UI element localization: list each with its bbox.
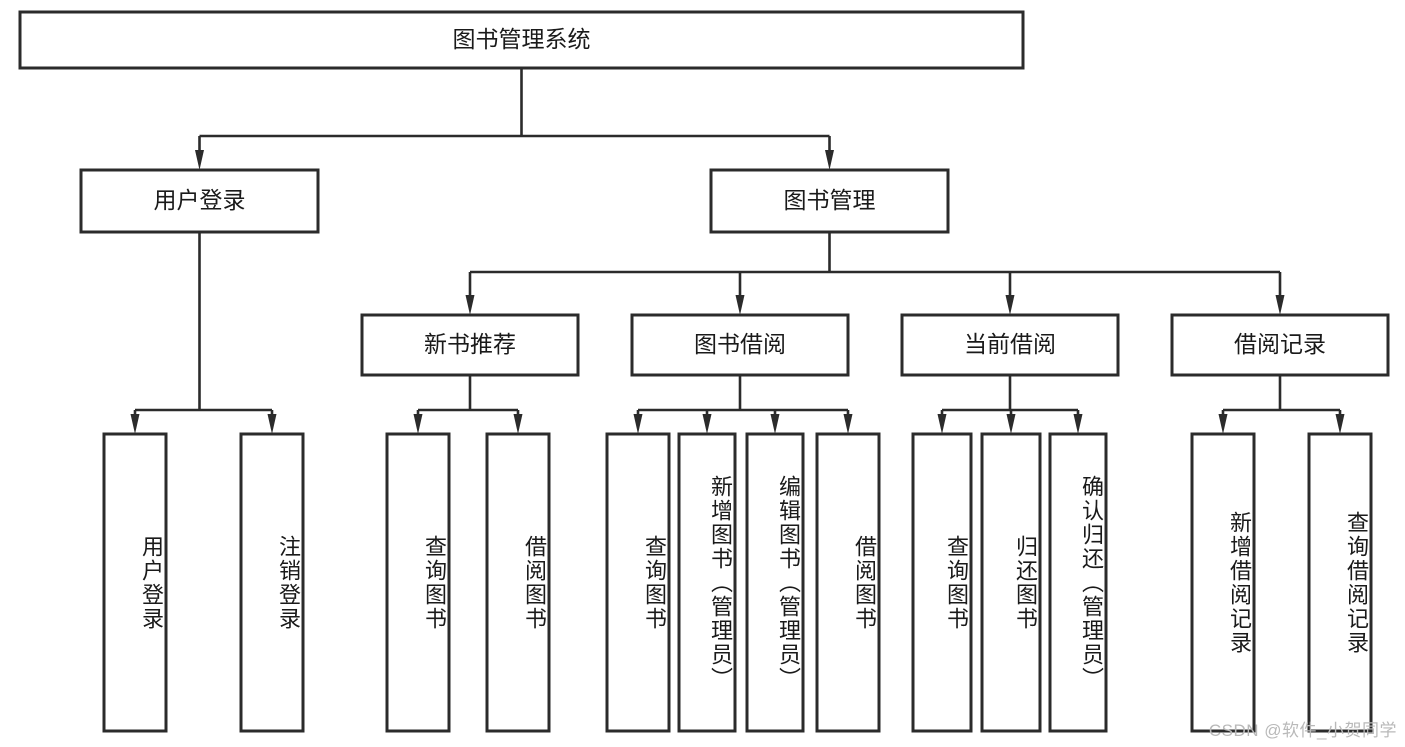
node-level2-1-rect[interactable] xyxy=(709,168,950,234)
conn-leaf-4-arrow-1 xyxy=(1335,414,1345,434)
conn-leaf-1-arrow-0 xyxy=(413,414,423,434)
node-level3-2-rect[interactable] xyxy=(900,313,1120,377)
node-root-label: 图书管理系统 xyxy=(453,26,591,52)
node-leaf-6-rect[interactable] xyxy=(745,432,805,733)
node-leaf-0-rect[interactable] xyxy=(102,432,168,733)
node-leaf-7[interactable] xyxy=(815,432,881,733)
conn-leaf-3-arrow-1 xyxy=(1006,414,1016,434)
node-level2-0-rect[interactable] xyxy=(79,168,320,234)
node-leaf-11-rect[interactable] xyxy=(1190,432,1256,733)
node-leaf-12[interactable] xyxy=(1307,432,1373,733)
conn-leaf-2-arrow-0 xyxy=(633,414,643,434)
node-leaf-11[interactable] xyxy=(1190,432,1256,733)
conn-leaf-1-arrow-1 xyxy=(513,414,523,434)
node-level3-3-label: 借阅记录 xyxy=(1234,331,1326,357)
node-leaf-7-rect[interactable] xyxy=(815,432,881,733)
node-leaf-3[interactable] xyxy=(485,432,551,733)
node-level3-0-label: 新书推荐 xyxy=(424,331,516,357)
node-leaf-8-rect[interactable] xyxy=(911,432,973,733)
node-leaf-2-rect[interactable] xyxy=(385,432,451,733)
watermark: CSDN @软件_小贺同学 xyxy=(1208,721,1397,740)
node-level3-2-label: 当前借阅 xyxy=(964,331,1056,357)
node-leaf-5-rect[interactable] xyxy=(677,432,737,733)
node-leaf-3-rect[interactable] xyxy=(485,432,551,733)
node-leaf-4[interactable] xyxy=(605,432,671,733)
conn-book-mgmt-arrow-0 xyxy=(465,295,475,315)
conn-leaf-2-arrow-3 xyxy=(843,414,853,434)
node-leaf-5[interactable] xyxy=(677,432,737,733)
node-root[interactable]: 图书管理系统 xyxy=(18,10,1025,70)
node-level3-0[interactable]: 新书推荐 xyxy=(360,313,580,377)
conn-book-mgmt-arrow-3 xyxy=(1275,295,1285,315)
node-level3-2[interactable]: 当前借阅 xyxy=(900,313,1120,377)
node-leaf-10-rect[interactable] xyxy=(1048,432,1108,733)
node-level2-1[interactable]: 图书管理 xyxy=(709,168,950,234)
node-leaf-9-rect[interactable] xyxy=(980,432,1042,733)
node-leaf-4-rect[interactable] xyxy=(605,432,671,733)
node-level3-0-rect[interactable] xyxy=(360,313,580,377)
conn-leaf-3-arrow-2 xyxy=(1073,414,1083,434)
conn-root-arrow-0 xyxy=(195,150,204,170)
node-level2-1-label: 图书管理 xyxy=(784,187,876,213)
node-leaf-2[interactable] xyxy=(385,432,451,733)
node-level3-3[interactable]: 借阅记录 xyxy=(1170,313,1390,377)
node-root-rect[interactable] xyxy=(18,10,1025,70)
node-level3-3-rect[interactable] xyxy=(1170,313,1390,377)
conn-leaf-2-arrow-2 xyxy=(770,414,780,434)
conn-leaf-2-arrow-1 xyxy=(702,414,712,434)
node-leaf-9[interactable] xyxy=(980,432,1042,733)
node-leaf-10[interactable] xyxy=(1048,432,1108,733)
node-leaf-1[interactable] xyxy=(239,432,305,733)
conn-leaf-0-arrow-0 xyxy=(130,414,140,434)
node-level2-0[interactable]: 用户登录 xyxy=(79,168,320,234)
node-leaf-6[interactable] xyxy=(745,432,805,733)
conn-root-arrow-1 xyxy=(825,150,834,170)
conn-book-mgmt-arrow-1 xyxy=(735,295,745,315)
node-level2-0-label: 用户登录 xyxy=(154,187,246,213)
conn-leaf-4-arrow-0 xyxy=(1218,414,1228,434)
connectors-layer xyxy=(130,68,1345,434)
node-level3-1-rect[interactable] xyxy=(630,313,850,377)
node-leaf-8[interactable] xyxy=(911,432,973,733)
node-leaf-12-rect[interactable] xyxy=(1307,432,1373,733)
conn-leaf-0-arrow-1 xyxy=(267,414,277,434)
conn-leaf-3-arrow-0 xyxy=(937,414,947,434)
conn-book-mgmt-arrow-2 xyxy=(1005,295,1015,315)
node-leaf-1-rect[interactable] xyxy=(239,432,305,733)
node-leaf-0[interactable] xyxy=(102,432,168,733)
node-level3-1-label: 图书借阅 xyxy=(694,331,786,357)
node-level3-1[interactable]: 图书借阅 xyxy=(630,313,850,377)
